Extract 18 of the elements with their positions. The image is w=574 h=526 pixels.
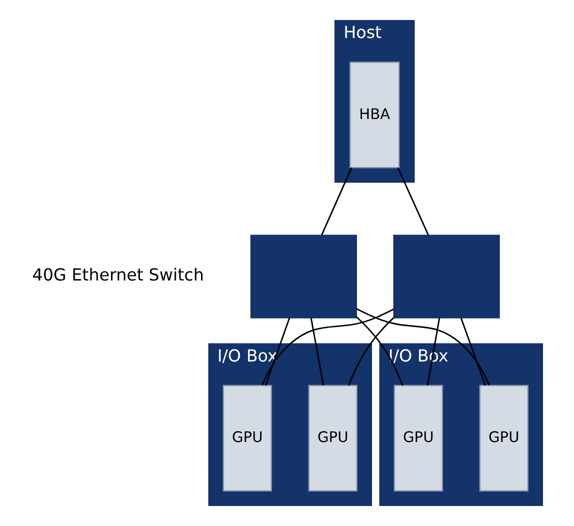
connector: [310, 318, 324, 386]
node-box: GPU: [479, 384, 528, 492]
connector: [397, 167, 429, 236]
node-box: GPU: [308, 384, 358, 492]
connector: [356, 316, 404, 386]
connector: [320, 167, 352, 236]
connector: [426, 318, 440, 386]
node-box: GPU: [394, 384, 443, 492]
connector: [261, 308, 394, 386]
connector: [264, 318, 290, 386]
connector: [356, 308, 490, 386]
node-box: GPU: [222, 384, 272, 492]
node-box: HBA: [349, 62, 400, 168]
connector: [460, 318, 486, 386]
connector: [348, 317, 394, 386]
node-box: [250, 234, 357, 318]
label: 40G Ethernet Switch: [32, 266, 204, 285]
node-box: [393, 234, 500, 318]
